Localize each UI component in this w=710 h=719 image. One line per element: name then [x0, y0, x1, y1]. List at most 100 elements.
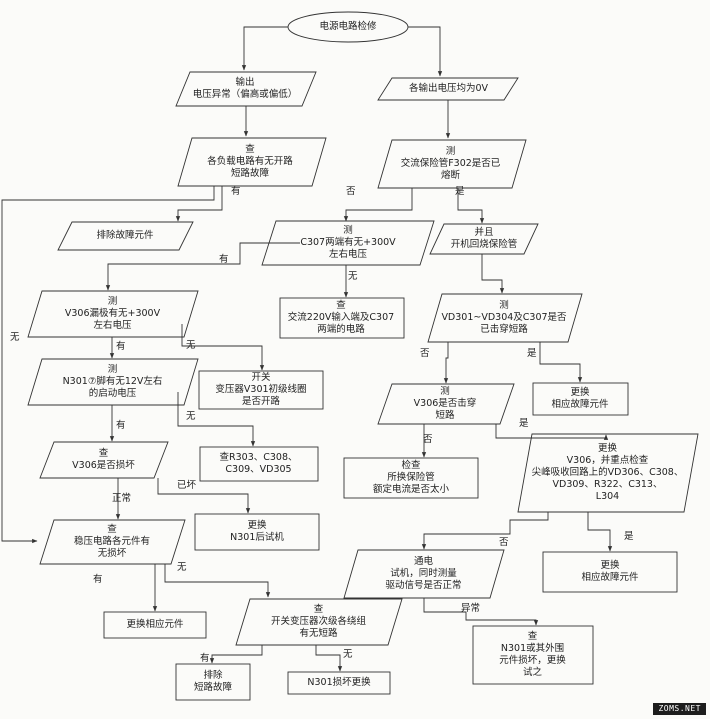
edge-label-have: 有 [116, 341, 126, 352]
shape-chk-fuse [343, 457, 479, 499]
node-text-line: 更换 [600, 560, 620, 571]
connector-arrow [481, 254, 505, 294]
node-power-on-drive-signal: 通电试机，同时测量驱动信号是否正常 [341, 548, 506, 600]
connector-arrow [177, 392, 256, 447]
edge-label-no: 无 [343, 649, 353, 660]
node-text-line: 相应故障元件 [581, 572, 639, 583]
node-fuse-blown: 测交流保险管F302是否已熔断 [373, 138, 528, 190]
shape-rep-vd [532, 382, 629, 416]
node-text-line: 元件损坏，更换 [499, 655, 566, 666]
node-start: 电源电路检修 [283, 10, 413, 44]
node-text-line: V306是否击穿 [413, 398, 477, 409]
node-text-line: 排除 [203, 670, 223, 681]
node-text-line: 已击穿短路 [480, 324, 528, 335]
shape-n301-dmg [287, 671, 391, 695]
shape-n301-rep [194, 513, 320, 551]
node-text-line: 更换相应元件 [126, 619, 184, 630]
node-parallel-burn-fuse: 并且开机回烧保险管 [428, 222, 540, 256]
shape-ac220 [279, 297, 405, 339]
node-text-line: V306，并重点检查 [566, 455, 649, 466]
node-text-line: 测 [343, 225, 353, 236]
shape-rep-corr [542, 551, 678, 593]
edge-label-have: 有 [200, 653, 210, 664]
shape-vd301 [427, 293, 583, 343]
connector-arrow [181, 324, 265, 371]
node-text-line: 交流保险管F302是否已 [400, 158, 501, 169]
node-check-secondary-windings: 查开关变压器次级各绕组有无短路 [232, 597, 405, 647]
shape-v306-300 [27, 290, 199, 338]
node-text-line: 是否开路 [241, 396, 280, 407]
shape-all0 [377, 77, 519, 101]
node-all-outputs-zero: 各输出电压均为0V [376, 77, 521, 101]
shape-fuse [377, 139, 527, 189]
node-text-line: 测 [499, 300, 509, 311]
node-text-line: VD301~VD304及C307是否 [441, 312, 567, 323]
node-text-line: 左右电压 [328, 249, 367, 260]
edge-label-no: 无 [177, 562, 187, 573]
connector-arrow [105, 242, 300, 291]
node-replace-faulty-vd: 更换相应故障元件 [530, 381, 630, 417]
node-text-line: 各输出电压均为0V [408, 83, 489, 94]
node-text-line: 短路故障 [193, 682, 232, 693]
node-text-line: C307两端有无+300V [300, 237, 396, 248]
shape-t-sec [235, 598, 403, 646]
node-replace-corresponding-element: 更换相应故障元件 [540, 550, 680, 594]
node-text-line: 开关变压器次级各绕组 [270, 616, 366, 627]
node-text-line: 试之 [522, 667, 542, 678]
node-check-regulator-circuit: 查稳压电路各元件有无损坏 [37, 518, 187, 566]
edge-label-no: 否 [420, 348, 430, 359]
node-text-line: 驱动信号是否正常 [385, 580, 462, 591]
edge-label-yes: 是 [519, 418, 529, 429]
node-text-line: 短路故障 [230, 168, 269, 179]
connector-arrow [457, 188, 485, 224]
connector-arrow [587, 512, 613, 552]
node-remove-short-fault: 排除短路故障 [173, 662, 253, 702]
node-text-line: 查 [98, 448, 109, 459]
node-text-line: 的启动电压 [88, 388, 137, 399]
connector-arrow [157, 478, 251, 514]
node-text-line: 稳压电路各元件有 [73, 536, 150, 547]
node-text-line: 左右电压 [93, 320, 132, 331]
node-text-line: 通电 [413, 556, 433, 567]
edge-label-have: 有 [93, 574, 103, 585]
node-text-line: 电源电路检修 [319, 21, 377, 32]
node-text-line: 试机，同时测量 [390, 568, 457, 579]
node-text-line: V306漏极有无+300V [64, 308, 161, 319]
node-remove-faulty-element: 排除故障元件 [55, 220, 195, 252]
shape-stab [39, 519, 186, 565]
shape-v306-rep [517, 433, 699, 513]
shape-c307 [261, 220, 435, 266]
node-text-line: 尖峰吸收回路上的VD306、C308、 [531, 467, 684, 478]
node-text-line: 变压器V301初级线圈 [215, 384, 307, 395]
node-text-line: 熔断 [440, 170, 460, 181]
node-text-line: 交流220V输入端及C307 [287, 312, 395, 323]
node-text-line: 无损坏 [97, 548, 127, 559]
connector-arrow [343, 188, 413, 222]
connector-arrow [315, 645, 343, 672]
node-text-line: N301⑦脚有无12V左右 [62, 376, 163, 387]
connector-arrow [164, 564, 271, 598]
node-text-line: 查R303、C308、 [219, 452, 298, 463]
node-text-line: 测 [440, 386, 450, 397]
node-text-line: 检查 [401, 460, 421, 471]
node-text-line: 各负载电路有无开路 [207, 156, 293, 167]
node-check-fuse-rating: 检查所换保险管额定电流是否太小 [341, 456, 481, 500]
shape-rep-elem [103, 611, 207, 639]
node-text-line: V306是否损坏 [72, 460, 135, 471]
node-text-line: 并且 [474, 227, 494, 238]
node-text-line: 测 [445, 146, 456, 157]
edge-label-normal: 正常 [112, 493, 132, 504]
connector-arrow [443, 342, 449, 384]
connector-arrow [408, 26, 443, 77]
node-check-r303-group: 查R303、C308、C309、VD305 [196, 445, 321, 483]
node-text-line: 开关 [251, 372, 271, 383]
edge-label-have: 有 [231, 186, 241, 197]
node-text-line: N301或其外围 [500, 643, 565, 654]
edge-label-broken: 已坏 [177, 480, 197, 491]
